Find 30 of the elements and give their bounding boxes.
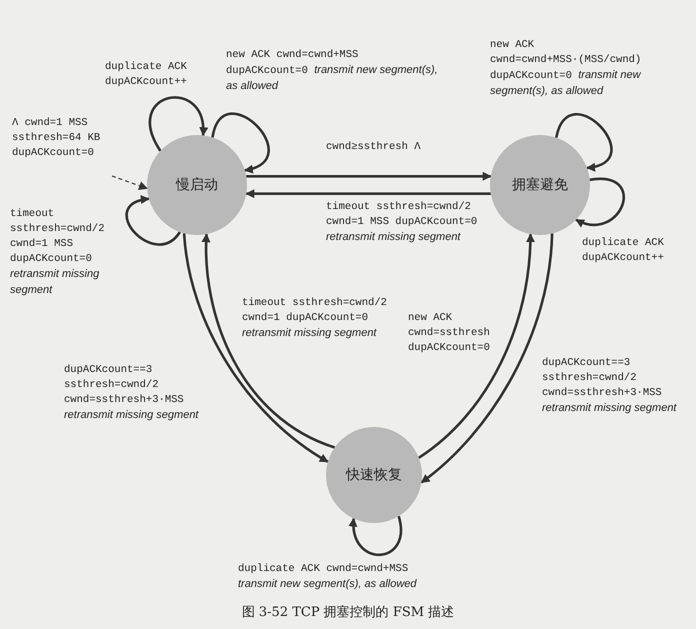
edge-label: duplicate ACK cwnd=cwnd+MSS transmit new segment(s), as allowed xyxy=(238,562,418,592)
state-circle: 慢启动 xyxy=(147,135,247,235)
arrow xyxy=(246,172,492,181)
edge-label: timeout ssthresh=cwnd/2 cwnd=1 MSS dupACKcount=0 retransmit missing segment xyxy=(326,200,478,245)
edge-label: timeout ssthresh=cwnd/2 cwnd=1 MSS dupACKcount=0 retransmit missing segment xyxy=(10,207,106,298)
arrow xyxy=(418,233,535,459)
arrow xyxy=(245,189,491,198)
state-circle: 快速恢复 xyxy=(326,427,422,523)
edge-label: dupACKcount==3 ssthresh=cwnd/2 cwnd=ssthresh+3·MSS retransmit missing segment xyxy=(64,363,200,423)
edge-label: dupACKcount==3 ssthresh=cwnd/2 cwnd=ssthresh+3·MSS retransmit missing segment xyxy=(542,356,678,416)
edge-label: new ACK cwnd=ssthresh dupACKcount=0 xyxy=(408,311,491,356)
arrow xyxy=(202,233,336,449)
self-loop-arrow xyxy=(575,178,626,227)
edge-label: Λ cwnd=1 MSS ssthresh=64 KB dupACKcount=0 xyxy=(12,116,102,161)
edge-label: duplicate ACK dupACKcount++ xyxy=(582,236,665,266)
self-loop-arrow xyxy=(126,196,181,246)
edge-label: timeout ssthresh=cwnd/2 cwnd=1 dupACKcount=0 retransmit missing segment xyxy=(242,296,388,341)
self-loop-arrow xyxy=(349,516,402,556)
edge-label: cwnd≥ssthresh Λ xyxy=(326,140,422,155)
self-loop-arrow xyxy=(555,113,613,171)
self-loop-arrow xyxy=(148,96,208,152)
state-circle: 拥塞避免 xyxy=(490,135,590,235)
arrow xyxy=(420,233,554,484)
edge-label: duplicate ACK dupACKcount++ xyxy=(105,60,188,90)
figure-caption: 图 3-52 TCP 拥塞控制的 FSM 描述 xyxy=(240,604,456,621)
edge-label: new ACK cwnd=cwnd+MSS dupACKcount=0 transmit new segment(s), as allowed xyxy=(226,48,439,94)
arrow xyxy=(112,175,148,190)
edge-label: new ACK cwnd=cwnd+MSS·(MSS/cwnd) dupACKcount=0 transmit new segment(s), as allowed xyxy=(490,38,642,99)
arrow xyxy=(182,233,329,463)
self-loop-arrow xyxy=(211,112,270,172)
